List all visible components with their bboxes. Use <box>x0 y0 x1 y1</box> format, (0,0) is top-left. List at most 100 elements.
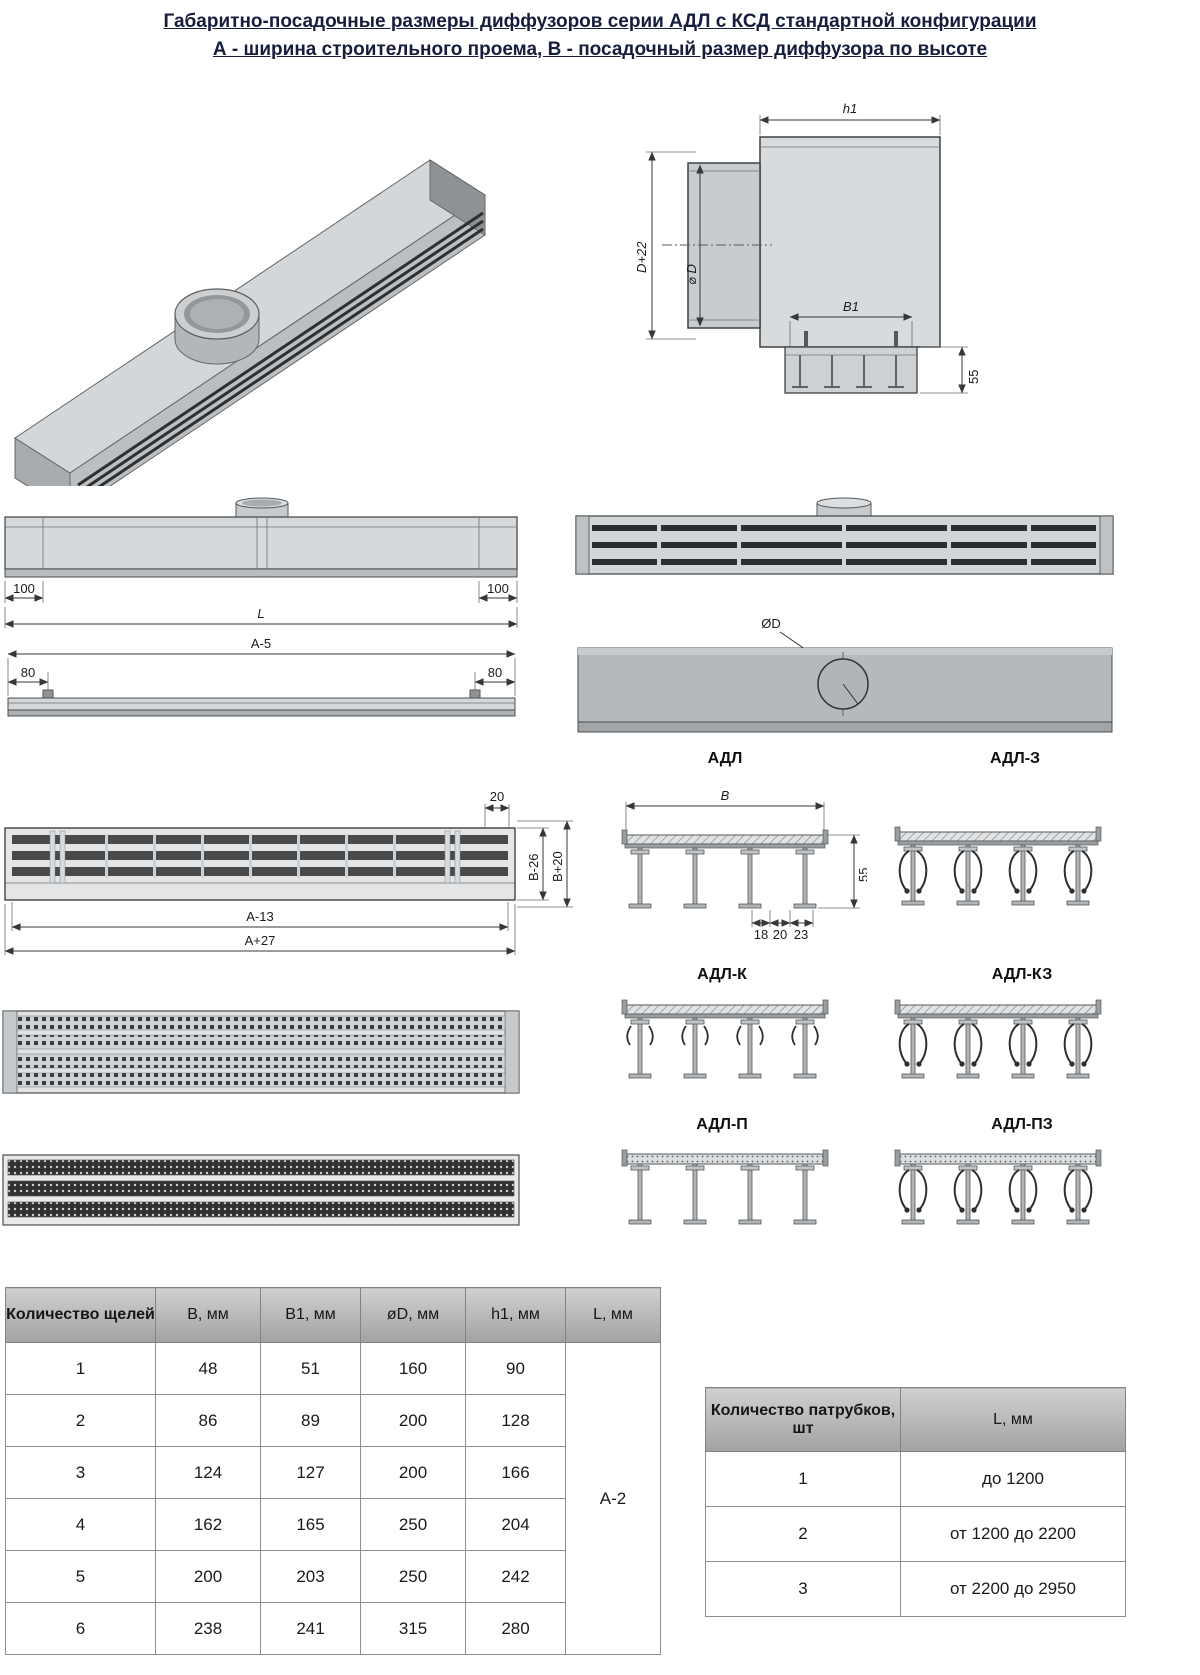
table-cell: 128 <box>465 1394 566 1447</box>
table-row: 3 от 2200 до 2950 <box>705 1561 1126 1617</box>
plenum-box <box>759 136 941 348</box>
dim-100-left: 100 <box>4 581 44 603</box>
frame-profile-view: А-5 80 80 <box>0 636 525 736</box>
svg-text:L: L <box>257 606 264 621</box>
table-cell: 3 <box>705 1561 901 1617</box>
col-header-b: B, мм <box>155 1287 261 1343</box>
front-view: 100 100 L <box>0 497 525 637</box>
svg-text:55: 55 <box>856 868 867 882</box>
col-header-h1: h1, мм <box>465 1287 566 1343</box>
table-cell: 280 <box>465 1602 566 1655</box>
diffuser-body-front <box>4 516 518 578</box>
side-section-view: h1 ⌀ D D+22 B1 <box>600 95 990 440</box>
dim-d-plus-22: D+22 <box>634 151 696 340</box>
table-cell: 48 <box>155 1342 261 1395</box>
section-adl-kz-drawing <box>885 993 1130 1103</box>
table-cell: 124 <box>155 1446 261 1499</box>
svg-text:100: 100 <box>487 581 509 596</box>
table-cell: 200 <box>360 1394 466 1447</box>
table-header-row: Количество щелей B, мм B1, мм øD, мм h1,… <box>5 1287 661 1343</box>
hangers <box>628 847 817 909</box>
col-header-length: L, мм <box>900 1387 1126 1452</box>
table-cell: 1 <box>5 1342 156 1395</box>
table-row: 1 до 1200 <box>705 1451 1126 1507</box>
dim-a-plus-27: А+27 <box>4 904 516 955</box>
table-cell: 250 <box>360 1550 466 1603</box>
isometric-view <box>0 86 500 514</box>
mesh-rows <box>7 1159 515 1218</box>
table-cell: 1 <box>705 1451 901 1507</box>
svg-text:А+27: А+27 <box>245 933 276 948</box>
table-cell: 241 <box>260 1602 361 1655</box>
dims-18-20-23: 18 20 23 <box>751 910 814 942</box>
label-adl-kz: АДЛ-КЗ <box>991 966 1053 983</box>
table-cell: 242 <box>465 1550 566 1603</box>
svg-text:B1: B1 <box>843 299 859 314</box>
label-ad-pz: АДЛ-ПЗ <box>991 1116 1053 1133</box>
label-adl: АДЛ <box>707 750 743 767</box>
col-header-b1: B1, мм <box>260 1287 361 1343</box>
duct-collar-3d <box>174 288 260 365</box>
spring-clips <box>898 1023 1093 1068</box>
table-cell: 3 <box>5 1446 156 1499</box>
label-adl-p: АДЛ-П <box>696 1116 748 1133</box>
dim-80-right: 80 <box>474 665 516 696</box>
perforated-grille-view-1 <box>0 1007 525 1099</box>
duct-stub <box>687 162 761 329</box>
diffuser-assembly-section <box>784 331 918 394</box>
hangers <box>628 1017 817 1079</box>
label-adl-z: АДЛ-З <box>989 750 1041 767</box>
clamp-hooks <box>626 1025 819 1046</box>
table-cell: от 1200 до 2200 <box>900 1506 1126 1562</box>
table-cell: 4 <box>5 1498 156 1551</box>
svg-text:23: 23 <box>794 927 808 942</box>
table-cell: 200 <box>360 1446 466 1499</box>
label-adl-k: АДЛ-К <box>697 966 747 983</box>
svg-text:А-5: А-5 <box>251 636 271 651</box>
svg-text:⌀ D: ⌀ D <box>684 264 699 285</box>
svg-text:80: 80 <box>488 665 502 680</box>
table-cell: 86 <box>155 1394 261 1447</box>
table-row: 2 86 89 200 128 <box>5 1394 661 1447</box>
table-cell: 89 <box>260 1394 361 1447</box>
svg-text:55: 55 <box>966 370 981 384</box>
perforated-grille-view-2 <box>0 1152 525 1232</box>
table-cell: 200 <box>155 1550 261 1603</box>
section-adl-k-drawing <box>612 993 867 1103</box>
dim-80-left: 80 <box>7 665 49 696</box>
table-cell: 203 <box>260 1550 361 1603</box>
table-cell: 250 <box>360 1498 466 1551</box>
col-header-l: L, мм <box>565 1287 661 1343</box>
table-row: 3 124 127 200 166 <box>5 1446 661 1499</box>
dim-h1: h1 <box>759 101 941 135</box>
hangers <box>628 1163 817 1225</box>
svg-text:100: 100 <box>13 581 35 596</box>
table-cell: 90 <box>465 1342 566 1395</box>
section-adl-z-drawing <box>885 810 1130 945</box>
section-adl-pz-drawing <box>885 1140 1130 1255</box>
table-cell: 6 <box>5 1602 156 1655</box>
table-cell: 127 <box>260 1446 361 1499</box>
table-cell-l-merged: А-2 <box>565 1342 661 1655</box>
pipe-count-table: Количество патрубков, шт L, мм 1 до 1200… <box>705 1387 1126 1617</box>
mesh-rows <box>16 1015 506 1088</box>
header: Габаритно-посадочные размеры диффузоров … <box>0 8 1200 63</box>
table-cell: от 2200 до 2950 <box>900 1561 1126 1617</box>
table-row: 5 200 203 250 242 <box>5 1550 661 1603</box>
svg-text:В: В <box>721 788 730 803</box>
dim-b-minus-26: В-26 <box>517 827 549 901</box>
duct-collar-top <box>816 497 872 517</box>
spring-clips <box>898 1169 1093 1214</box>
table-cell: до 1200 <box>900 1451 1126 1507</box>
table-row: 2 от 1200 до 2200 <box>705 1506 1126 1562</box>
duct-opening <box>817 652 869 718</box>
table-row: 1 48 51 160 90 А-2 <box>5 1342 661 1655</box>
table-cell: 160 <box>360 1342 466 1395</box>
mounting-profile <box>7 689 516 717</box>
col-header-d: øD, мм <box>360 1287 466 1343</box>
dim-B: В <box>625 788 825 832</box>
svg-text:20: 20 <box>490 789 504 804</box>
table-cell: 2 <box>705 1506 901 1562</box>
table-cell: 51 <box>260 1342 361 1395</box>
